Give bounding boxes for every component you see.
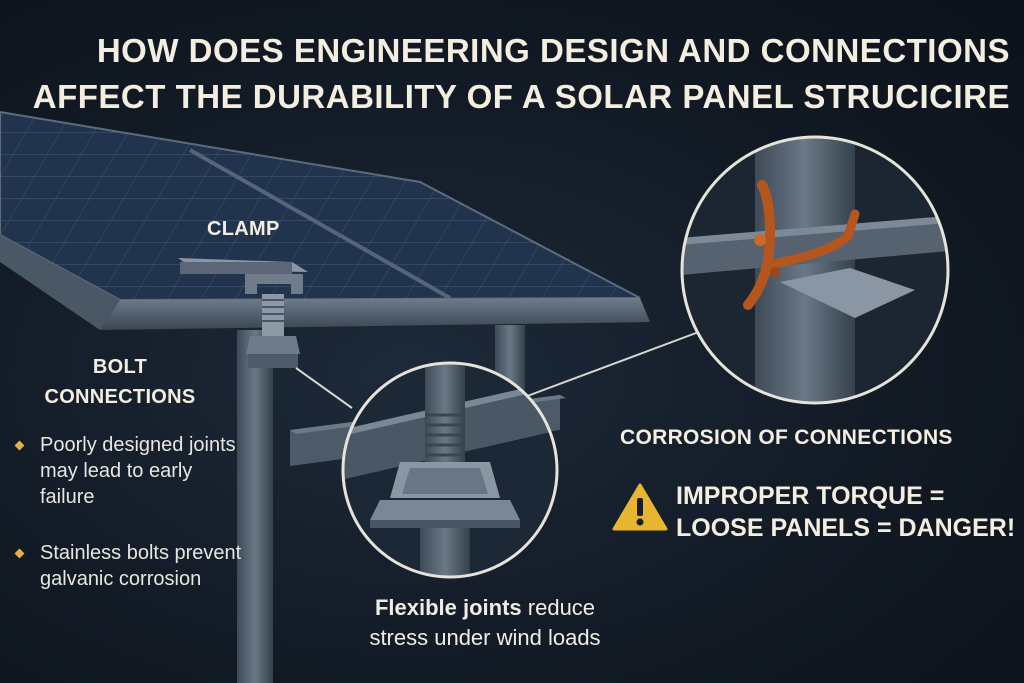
bullet-item: Stainless bolts prevent galvanic corrosi… (14, 540, 250, 592)
bullet-text: Poorly designed joints may lead to early… (40, 434, 236, 508)
title-line-2: AFFECT THE DURABILITY OF A SOLAR PANEL S… (32, 78, 1010, 115)
warning-line-2: LOOSE PANELS = DANGER! (676, 514, 1016, 542)
bolt-heading-line-1: BOLT (92, 356, 148, 378)
flexible-joints-caption: Flexible joints reduce stress under wind… (340, 593, 630, 653)
title-line-1: HOW DOES ENGINEERING DESIGN AND CONNECTI… (96, 32, 1010, 69)
corrosion-zoom-circle (680, 135, 950, 405)
clamp-label: CLAMP (207, 218, 280, 240)
solar-panel (0, 110, 650, 330)
corrosion-label: CORROSION OF CONNECTIONS (620, 426, 953, 449)
bullet-text: Stainless bolts prevent galvanic corrosi… (40, 542, 242, 590)
warning-line-1: IMPROPER TORQUE = (676, 482, 945, 510)
caption-line-1: Flexible joints reduce (340, 593, 630, 623)
bolt-heading-line-2: CONNECTIONS (44, 386, 196, 408)
bullet-item: Poorly designed joints may lead to early… (14, 432, 250, 510)
warning-text: IMPROPER TORQUE = LOOSE PANELS = DANGER! (676, 480, 1015, 544)
caption-bold-text: Flexible joints (374, 595, 522, 620)
bolt-connections-heading: BOLT CONNECTIONS (40, 352, 200, 412)
bolt-zoom-circle (341, 361, 559, 579)
page-title: HOW DOES ENGINEERING DESIGN AND CONNECTI… (0, 28, 1010, 120)
clamp-assembly (178, 258, 308, 368)
caption-rest-text: reduce (521, 595, 596, 620)
warning-triangle-icon (612, 483, 668, 531)
caption-line-2: stress under wind loads (369, 625, 601, 650)
